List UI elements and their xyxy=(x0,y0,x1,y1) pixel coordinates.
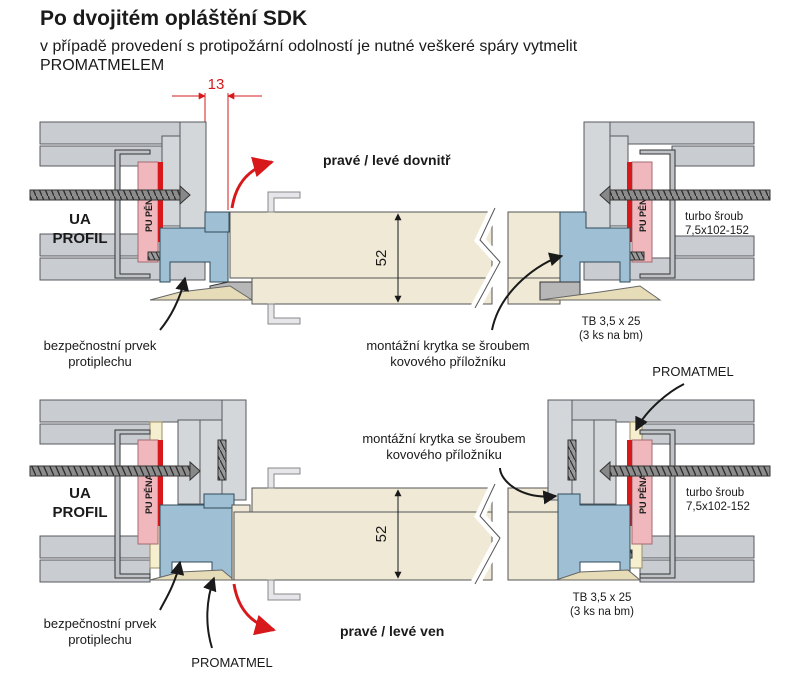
door-leaf-top: 52 xyxy=(229,191,561,325)
turbo-label-top-1: turbo šroub xyxy=(685,211,743,223)
tb-label-top-2: (3 ks na bm) xyxy=(579,330,643,342)
cover-label-bottom-1: montážní krytka se šroubem xyxy=(362,431,525,446)
turbo-screw-right-top xyxy=(609,189,771,201)
promatmel-label-bottom: PROMATMEL xyxy=(191,655,272,670)
subtitle-line-2: PROMATMELEM xyxy=(40,57,165,74)
cover-callout-leader-top xyxy=(491,252,564,331)
opening-direction-arrow-top xyxy=(230,156,275,209)
promatmel-callout-leader-top xyxy=(635,383,685,432)
page-title: Po dvojitém opláštění SDK xyxy=(40,7,308,30)
promatmel-callout-leader-bottom xyxy=(203,576,217,649)
right-wall-top: PU PĚNA xyxy=(583,121,771,281)
safety-label-bottom-2: protiplechu xyxy=(68,632,132,647)
ua-profile-label-bottom-1: UA xyxy=(69,485,91,502)
safety-label-bottom-1: bezpečnostní prvek xyxy=(44,616,157,631)
diagram-top: 13 PU PĚNA UA PROFIL xyxy=(29,76,771,369)
ua-profile-label-bottom-2: PROFIL xyxy=(53,504,108,521)
turbo-screw-right-bottom xyxy=(609,465,771,477)
turbo-screw-left-top xyxy=(29,189,181,201)
frame-profile-right-top xyxy=(539,211,662,301)
tb-label-top-1: TB 3,5 x 25 xyxy=(582,316,641,328)
left-wall-bottom: PU PĚNA UA PROFIL xyxy=(29,399,247,583)
safety-callout-leader-top xyxy=(159,276,190,331)
ua-profile-label-top-2: PROFIL xyxy=(53,230,108,247)
turbo-label-bottom-1: turbo šroub xyxy=(686,487,744,499)
cover-label-bottom-2: kovového příložníku xyxy=(386,447,502,462)
pu-foam-label-left-bottom: PU PĚNA xyxy=(143,473,154,514)
pu-foam-label-right-top: PU PĚNA xyxy=(637,191,648,232)
cover-callout-leader-bottom xyxy=(499,467,558,505)
subtitle-line-1: v případě provedení s protipožární odoln… xyxy=(40,38,578,55)
safety-callout-leader-bottom xyxy=(159,560,185,611)
opening-label-bottom: pravé / levé ven xyxy=(340,623,444,639)
turbo-label-bottom-2: 7,5x102-152 xyxy=(686,501,750,513)
opening-label-top: pravé / levé dovnitř xyxy=(323,152,451,168)
right-wall-bottom: PU PĚNA xyxy=(547,399,771,583)
pu-foam-label-left-top: PU PĚNA xyxy=(143,191,154,232)
left-wall-top: PU PĚNA UA PROFIL xyxy=(29,121,209,281)
tb-label-bottom-1: TB 3,5 x 25 xyxy=(573,592,632,604)
door-leaf-bottom: 52 xyxy=(233,467,559,601)
turbo-label-top-2: 7,5x102-152 xyxy=(685,225,749,237)
ua-profile-label-top-1: UA xyxy=(69,211,91,228)
frame-profile-left-top xyxy=(149,211,254,301)
cover-label-top-1: montážní krytka se šroubem xyxy=(366,338,529,353)
door-thickness-label-bottom: 52 xyxy=(373,526,390,543)
turbo-screw-left-bottom xyxy=(29,465,191,477)
pu-foam-label-right-bottom: PU PĚNA xyxy=(637,473,648,514)
diagram-bottom: PU PĚNA UA PROFIL 52 xyxy=(29,364,771,670)
safety-label-top-2: protiplechu xyxy=(68,354,132,369)
page-subtitle: v případě provedení s protipožární odoln… xyxy=(40,37,780,75)
promatmel-label-top: PROMATMEL xyxy=(652,364,733,379)
safety-label-top-1: bezpečnostní prvek xyxy=(44,338,157,353)
dimension-13-label: 13 xyxy=(208,76,225,93)
opening-direction-arrow-bottom xyxy=(232,583,277,636)
tb-label-bottom-2: (3 ks na bm) xyxy=(570,606,634,618)
cover-label-top-2: kovového příložníku xyxy=(390,354,506,369)
frame-profile-right-bottom xyxy=(555,493,642,581)
door-thickness-label-top: 52 xyxy=(373,250,390,267)
